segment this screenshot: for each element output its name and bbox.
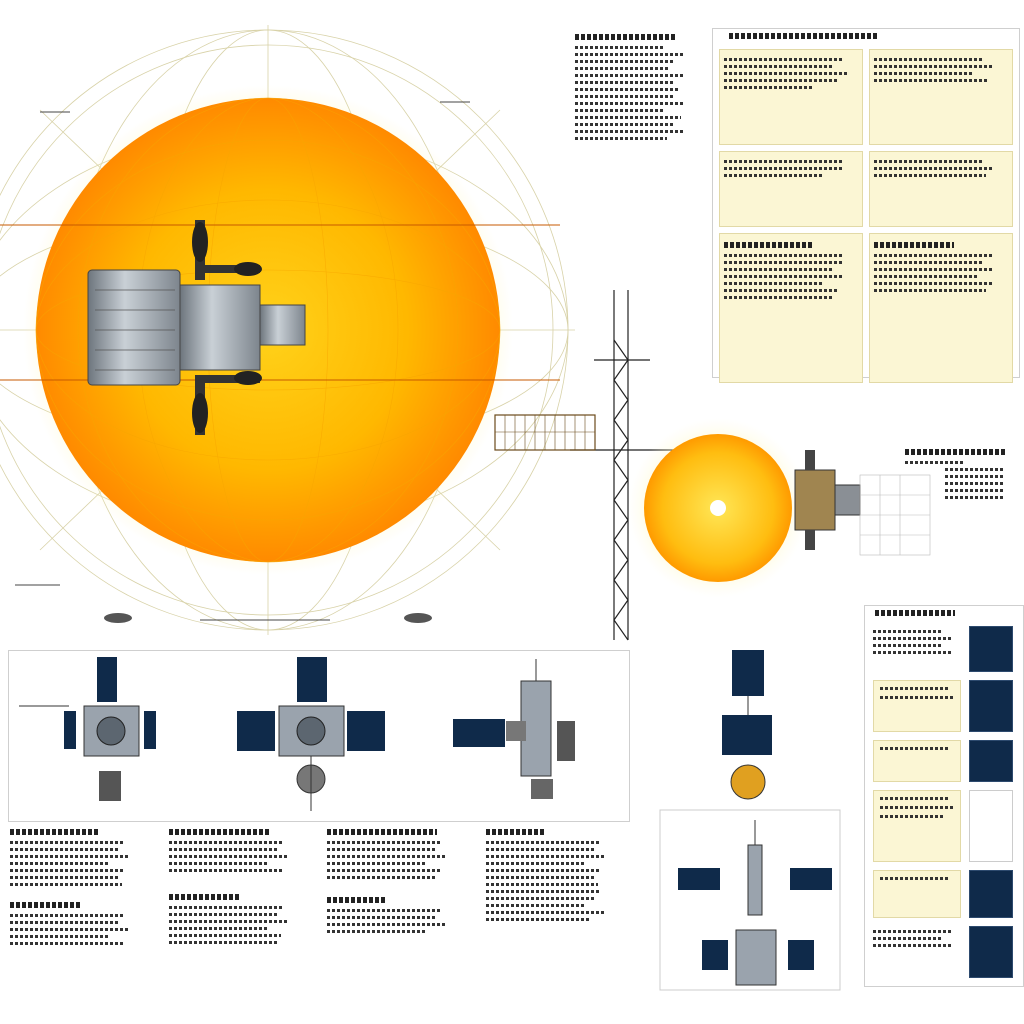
satellite-icon [722, 650, 772, 800]
info-card [719, 233, 863, 383]
chart-panel-right [864, 605, 1024, 987]
info-card [869, 49, 1013, 145]
line-chart-icon [969, 740, 1013, 782]
satellite-icon [237, 657, 385, 811]
text-column [168, 825, 314, 1015]
bottom-text-columns [10, 825, 630, 1015]
info-panel-top-right [712, 28, 1020, 383]
small-sun-diagram [490, 280, 1020, 650]
small-sun-notes [905, 445, 1015, 555]
large-sun-diagram [0, 20, 575, 640]
satellite-icon [453, 659, 575, 799]
sun-sphere-icon [0, 25, 575, 635]
line-chart-icon [969, 926, 1013, 978]
info-card [869, 151, 1013, 227]
info-card [719, 151, 863, 227]
satellite-stack-diagram [640, 650, 860, 1000]
line-chart-icon [969, 870, 1013, 918]
mid-text-column [575, 30, 705, 290]
satellite-icon [794, 450, 861, 550]
text-column [10, 825, 155, 1015]
line-chart-icon [969, 626, 1013, 672]
text-column [327, 825, 472, 1015]
satellite-row-panel [8, 650, 630, 822]
info-card [869, 233, 1013, 383]
satellite-icon [678, 820, 832, 986]
line-chart-icon [969, 680, 1013, 732]
satellite-icon [19, 657, 156, 801]
info-card [719, 49, 863, 145]
satellite-icon [87, 220, 306, 435]
text-column [485, 825, 631, 1015]
